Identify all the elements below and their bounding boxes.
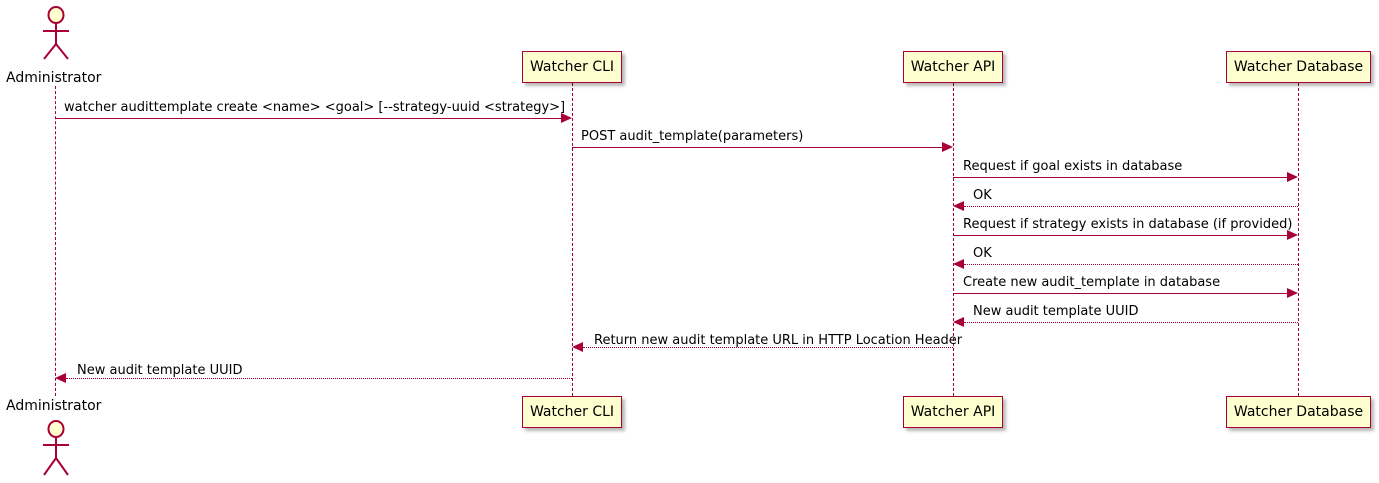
message-label-5: Request if strategy exists in database (…: [963, 217, 1293, 232]
message-arrowhead-7: [1287, 288, 1298, 298]
message-label-2: POST audit_template(parameters): [581, 129, 804, 144]
actor-administrator-bottom: [35, 418, 75, 476]
message-line-6: [964, 264, 1298, 265]
message-line-4: [964, 206, 1298, 207]
participant-label-watcher-cli-top: Watcher CLI: [529, 59, 615, 75]
lifeline-watcher-api: [953, 83, 954, 396]
message-line-7: [953, 293, 1287, 294]
message-label-7: Create new audit_template in database: [963, 275, 1221, 290]
message-line-9: [583, 347, 953, 348]
message-label-3: Request if goal exists in database: [963, 159, 1183, 174]
message-arrowhead-3: [1287, 172, 1298, 182]
message-line-5: [953, 235, 1287, 236]
actor-administrator-top: [35, 4, 75, 60]
message-label-10: New audit template UUID: [77, 363, 243, 378]
participant-label-watcher-cli-bottom: Watcher CLI: [529, 404, 615, 420]
message-label-1: watcher audittemplate create <name> <goa…: [64, 100, 566, 115]
message-line-8: [964, 322, 1298, 323]
message-label-4: OK: [973, 188, 992, 203]
message-arrowhead-4: [953, 201, 964, 211]
actor-label-administrator-bottom: Administrator: [6, 398, 102, 414]
participant-label-watcher-api-top: Watcher API: [910, 59, 996, 75]
participant-watcher-database-bottom[interactable]: Watcher Database: [1226, 396, 1371, 428]
message-arrowhead-2: [942, 142, 953, 152]
message-label-9: Return new audit template URL in HTTP Lo…: [594, 333, 963, 348]
actor-label-administrator-top: Administrator: [6, 70, 102, 86]
message-arrowhead-6: [953, 259, 964, 269]
message-label-6: OK: [973, 246, 992, 261]
participant-watcher-api-top[interactable]: Watcher API: [903, 51, 1003, 83]
participant-label-watcher-database-top: Watcher Database: [1233, 59, 1364, 75]
participant-watcher-database-top[interactable]: Watcher Database: [1226, 51, 1371, 83]
message-arrowhead-9: [572, 342, 583, 352]
message-arrowhead-5: [1287, 230, 1298, 240]
message-line-2: [572, 147, 942, 148]
message-line-10: [66, 378, 572, 379]
participant-watcher-api-bottom[interactable]: Watcher API: [903, 396, 1003, 428]
message-arrowhead-8: [953, 317, 964, 327]
lifeline-watcher-cli: [572, 83, 573, 396]
participant-label-watcher-database-bottom: Watcher Database: [1233, 404, 1364, 420]
message-line-1: [55, 118, 561, 119]
message-arrowhead-10: [55, 373, 66, 383]
participant-watcher-cli-top[interactable]: Watcher CLI: [522, 51, 622, 83]
lifeline-administrator: [55, 86, 56, 396]
lifeline-watcher-database: [1298, 83, 1299, 396]
participant-watcher-cli-bottom[interactable]: Watcher CLI: [522, 396, 622, 428]
participant-label-watcher-api-bottom: Watcher API: [910, 404, 996, 420]
message-label-8: New audit template UUID: [973, 304, 1139, 319]
message-line-3: [953, 177, 1287, 178]
message-arrowhead-1: [561, 113, 572, 123]
